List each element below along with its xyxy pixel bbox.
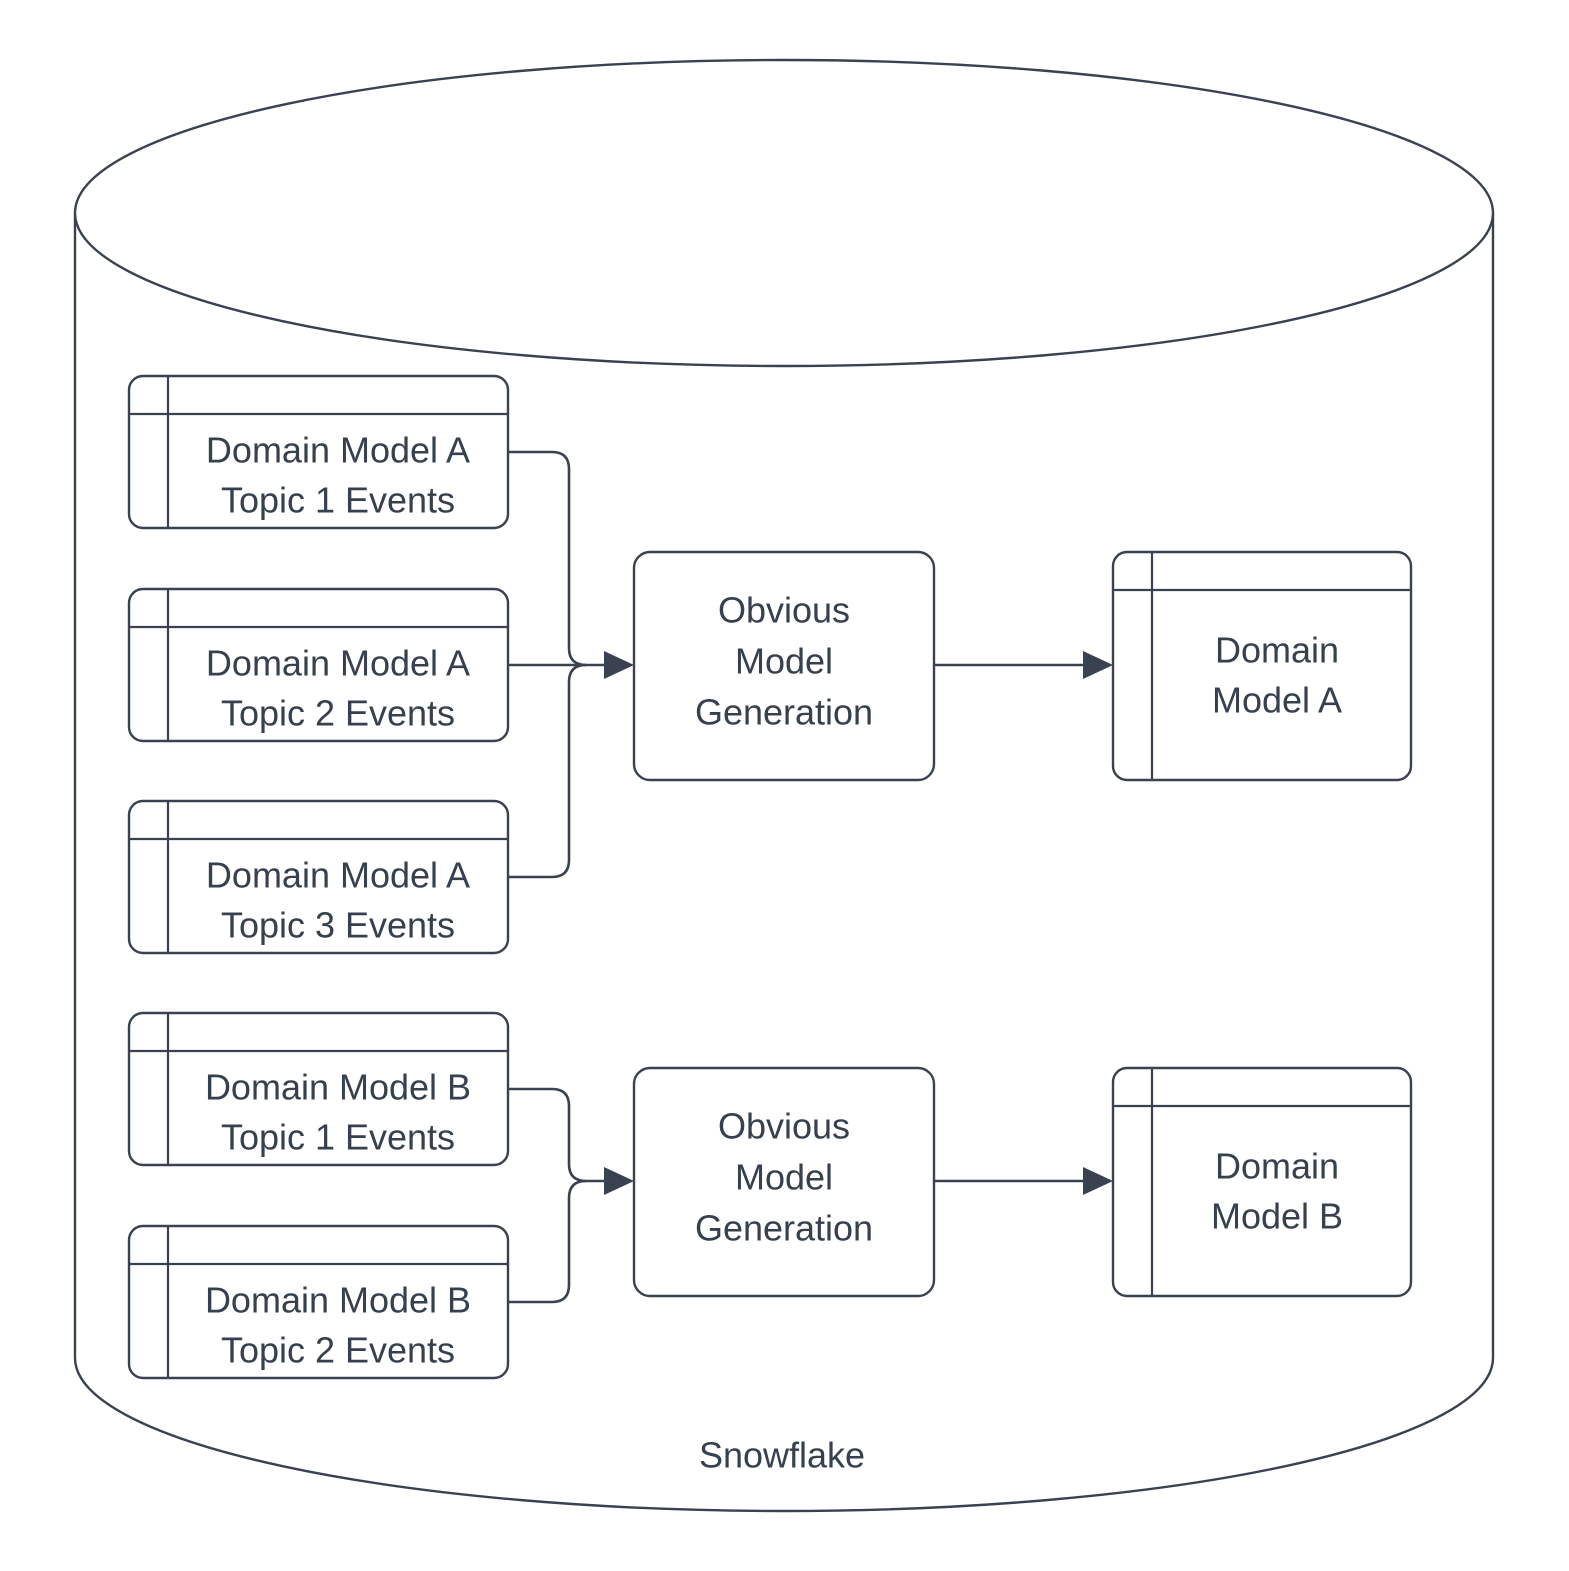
connector-b1-to-gen: [508, 1087, 587, 1183]
arrowhead-into-domain-model-b: [1083, 1167, 1113, 1195]
source-table-dm-a-topic-3[interactable]: Domain Model A Topic 3 Events: [127, 799, 510, 955]
process-label-line2: Model: [735, 1157, 833, 1198]
source-table-dm-a-topic-2[interactable]: Domain Model A Topic 2 Events: [127, 587, 510, 743]
table-label-line2: Topic 2 Events: [221, 1330, 455, 1371]
table-label-line1: Domain: [1215, 1146, 1339, 1187]
table-label-line1: Domain Model B: [205, 1067, 471, 1108]
table-label-line1: Domain Model A: [206, 643, 470, 684]
cylinder-top-rim: [73, 212, 1495, 368]
source-table-dm-b-topic-1[interactable]: Domain Model B Topic 1 Events: [127, 1011, 510, 1167]
table-label-line2: Topic 3 Events: [221, 905, 455, 946]
process-obvious-model-generation-b[interactable]: Obvious Model Generation: [632, 1066, 936, 1298]
table-outline: [1111, 1066, 1413, 1298]
process-label-line1: Obvious: [718, 1106, 850, 1147]
process-label-line3: Generation: [695, 1208, 873, 1249]
connector-a3-to-gen: [508, 663, 587, 879]
connector-group-a: [508, 450, 634, 879]
connector-a1-to-gen: [508, 450, 587, 667]
table-label-line1: Domain Model A: [206, 855, 470, 896]
table-label-line1: Domain Model A: [206, 430, 470, 471]
process-label-line2: Model: [735, 641, 833, 682]
process-label-line1: Obvious: [718, 590, 850, 631]
process-outline: [632, 550, 936, 782]
table-label-line2: Model A: [1212, 680, 1342, 721]
arrowhead-b-into-generation: [604, 1167, 634, 1195]
source-table-dm-a-topic-1[interactable]: Domain Model A Topic 1 Events: [127, 374, 510, 530]
table-label-line2: Topic 1 Events: [221, 1117, 455, 1158]
table-outline: [1111, 550, 1413, 782]
table-label-line2: Model B: [1211, 1196, 1343, 1237]
output-table-domain-model-a[interactable]: Domain Model A: [1111, 550, 1413, 782]
connector-b2-to-gen: [508, 1179, 587, 1304]
connector-gen-a-to-model-a: [934, 651, 1113, 679]
connector-group-b: [508, 1087, 634, 1304]
process-label-line3: Generation: [695, 692, 873, 733]
table-label-line2: Topic 1 Events: [221, 480, 455, 521]
table-label-line1: Domain: [1215, 630, 1339, 671]
cylinder-label-snowflake: Snowflake: [699, 1435, 865, 1476]
table-label-line1: Domain Model B: [205, 1280, 471, 1321]
arrowhead-into-domain-model-a: [1083, 651, 1113, 679]
connector-gen-b-to-model-b: [934, 1167, 1113, 1195]
process-outline: [632, 1066, 936, 1298]
table-label-line2: Topic 2 Events: [221, 693, 455, 734]
source-table-dm-b-topic-2[interactable]: Domain Model B Topic 2 Events: [127, 1224, 510, 1380]
output-table-domain-model-b[interactable]: Domain Model B: [1111, 1066, 1413, 1298]
process-obvious-model-generation-a[interactable]: Obvious Model Generation: [632, 550, 936, 782]
arrowhead-a-into-generation: [604, 651, 634, 679]
